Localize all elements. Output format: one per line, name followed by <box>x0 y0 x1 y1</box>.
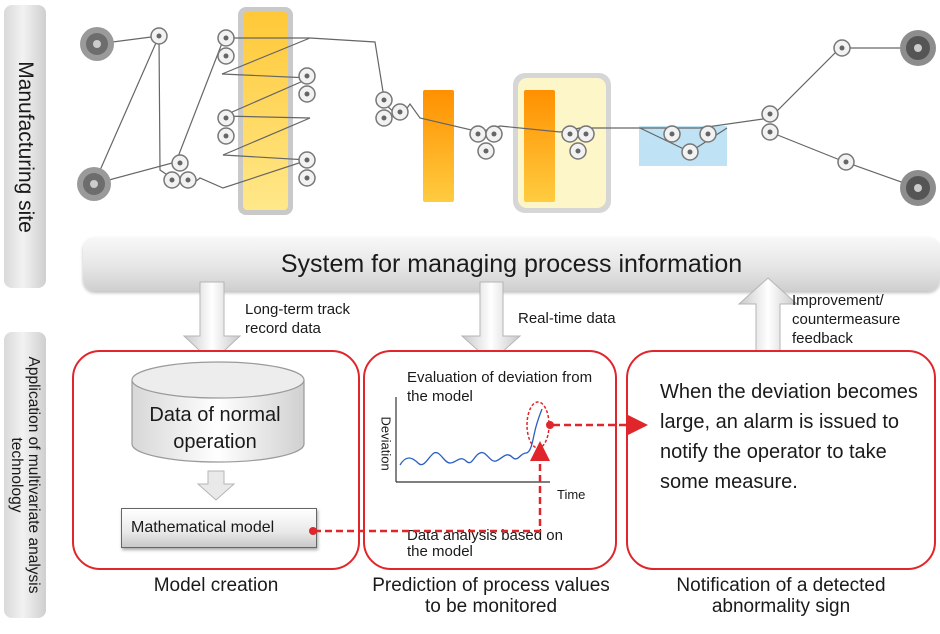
database-icon <box>131 361 305 463</box>
down-arrow-small <box>196 470 236 501</box>
deviation-chart <box>395 397 550 483</box>
notification-caption: Notification of a detected abnormality s… <box>676 575 886 617</box>
mathematical-model-label: Mathematical model <box>131 519 275 536</box>
process-information-system: System for managing process information <box>83 237 940 291</box>
application-label: Application of multivariate analysis tec… <box>4 332 46 618</box>
model-to-analysis-connector <box>314 441 550 533</box>
feedback-label: Improvement/ countermeasure feedback <box>792 292 901 347</box>
system-title: System for managing process information <box>280 250 743 278</box>
heater-2 <box>423 90 454 202</box>
manufacturing-site-label: Manufacturing site <box>4 5 46 288</box>
evaluation-label: Evaluation of deviation from the model <box>407 369 593 405</box>
real-time-label: Real-time data <box>518 310 616 327</box>
real-time-down-arrow <box>460 281 522 363</box>
time-axis-label: Time <box>557 487 586 502</box>
long-term-label: Long-term track record data <box>245 301 351 337</box>
heater-3 <box>524 90 555 202</box>
prediction-panel <box>363 350 617 570</box>
manufacturing-line <box>77 7 936 215</box>
feedback-up-arrow <box>737 277 799 353</box>
mathematical-model-box: Mathematical model <box>121 508 317 548</box>
alarm-description: When the deviation becomes large, an ala… <box>660 381 918 493</box>
database-label: Data of normal operation <box>149 404 281 453</box>
model-creation-caption: Model creation <box>153 575 279 596</box>
notification-panel <box>626 350 936 570</box>
deviation-curve <box>399 408 543 466</box>
reels <box>77 27 936 206</box>
long-term-down-arrow <box>182 281 242 363</box>
prediction-caption: Prediction of process values to be monit… <box>372 575 610 617</box>
